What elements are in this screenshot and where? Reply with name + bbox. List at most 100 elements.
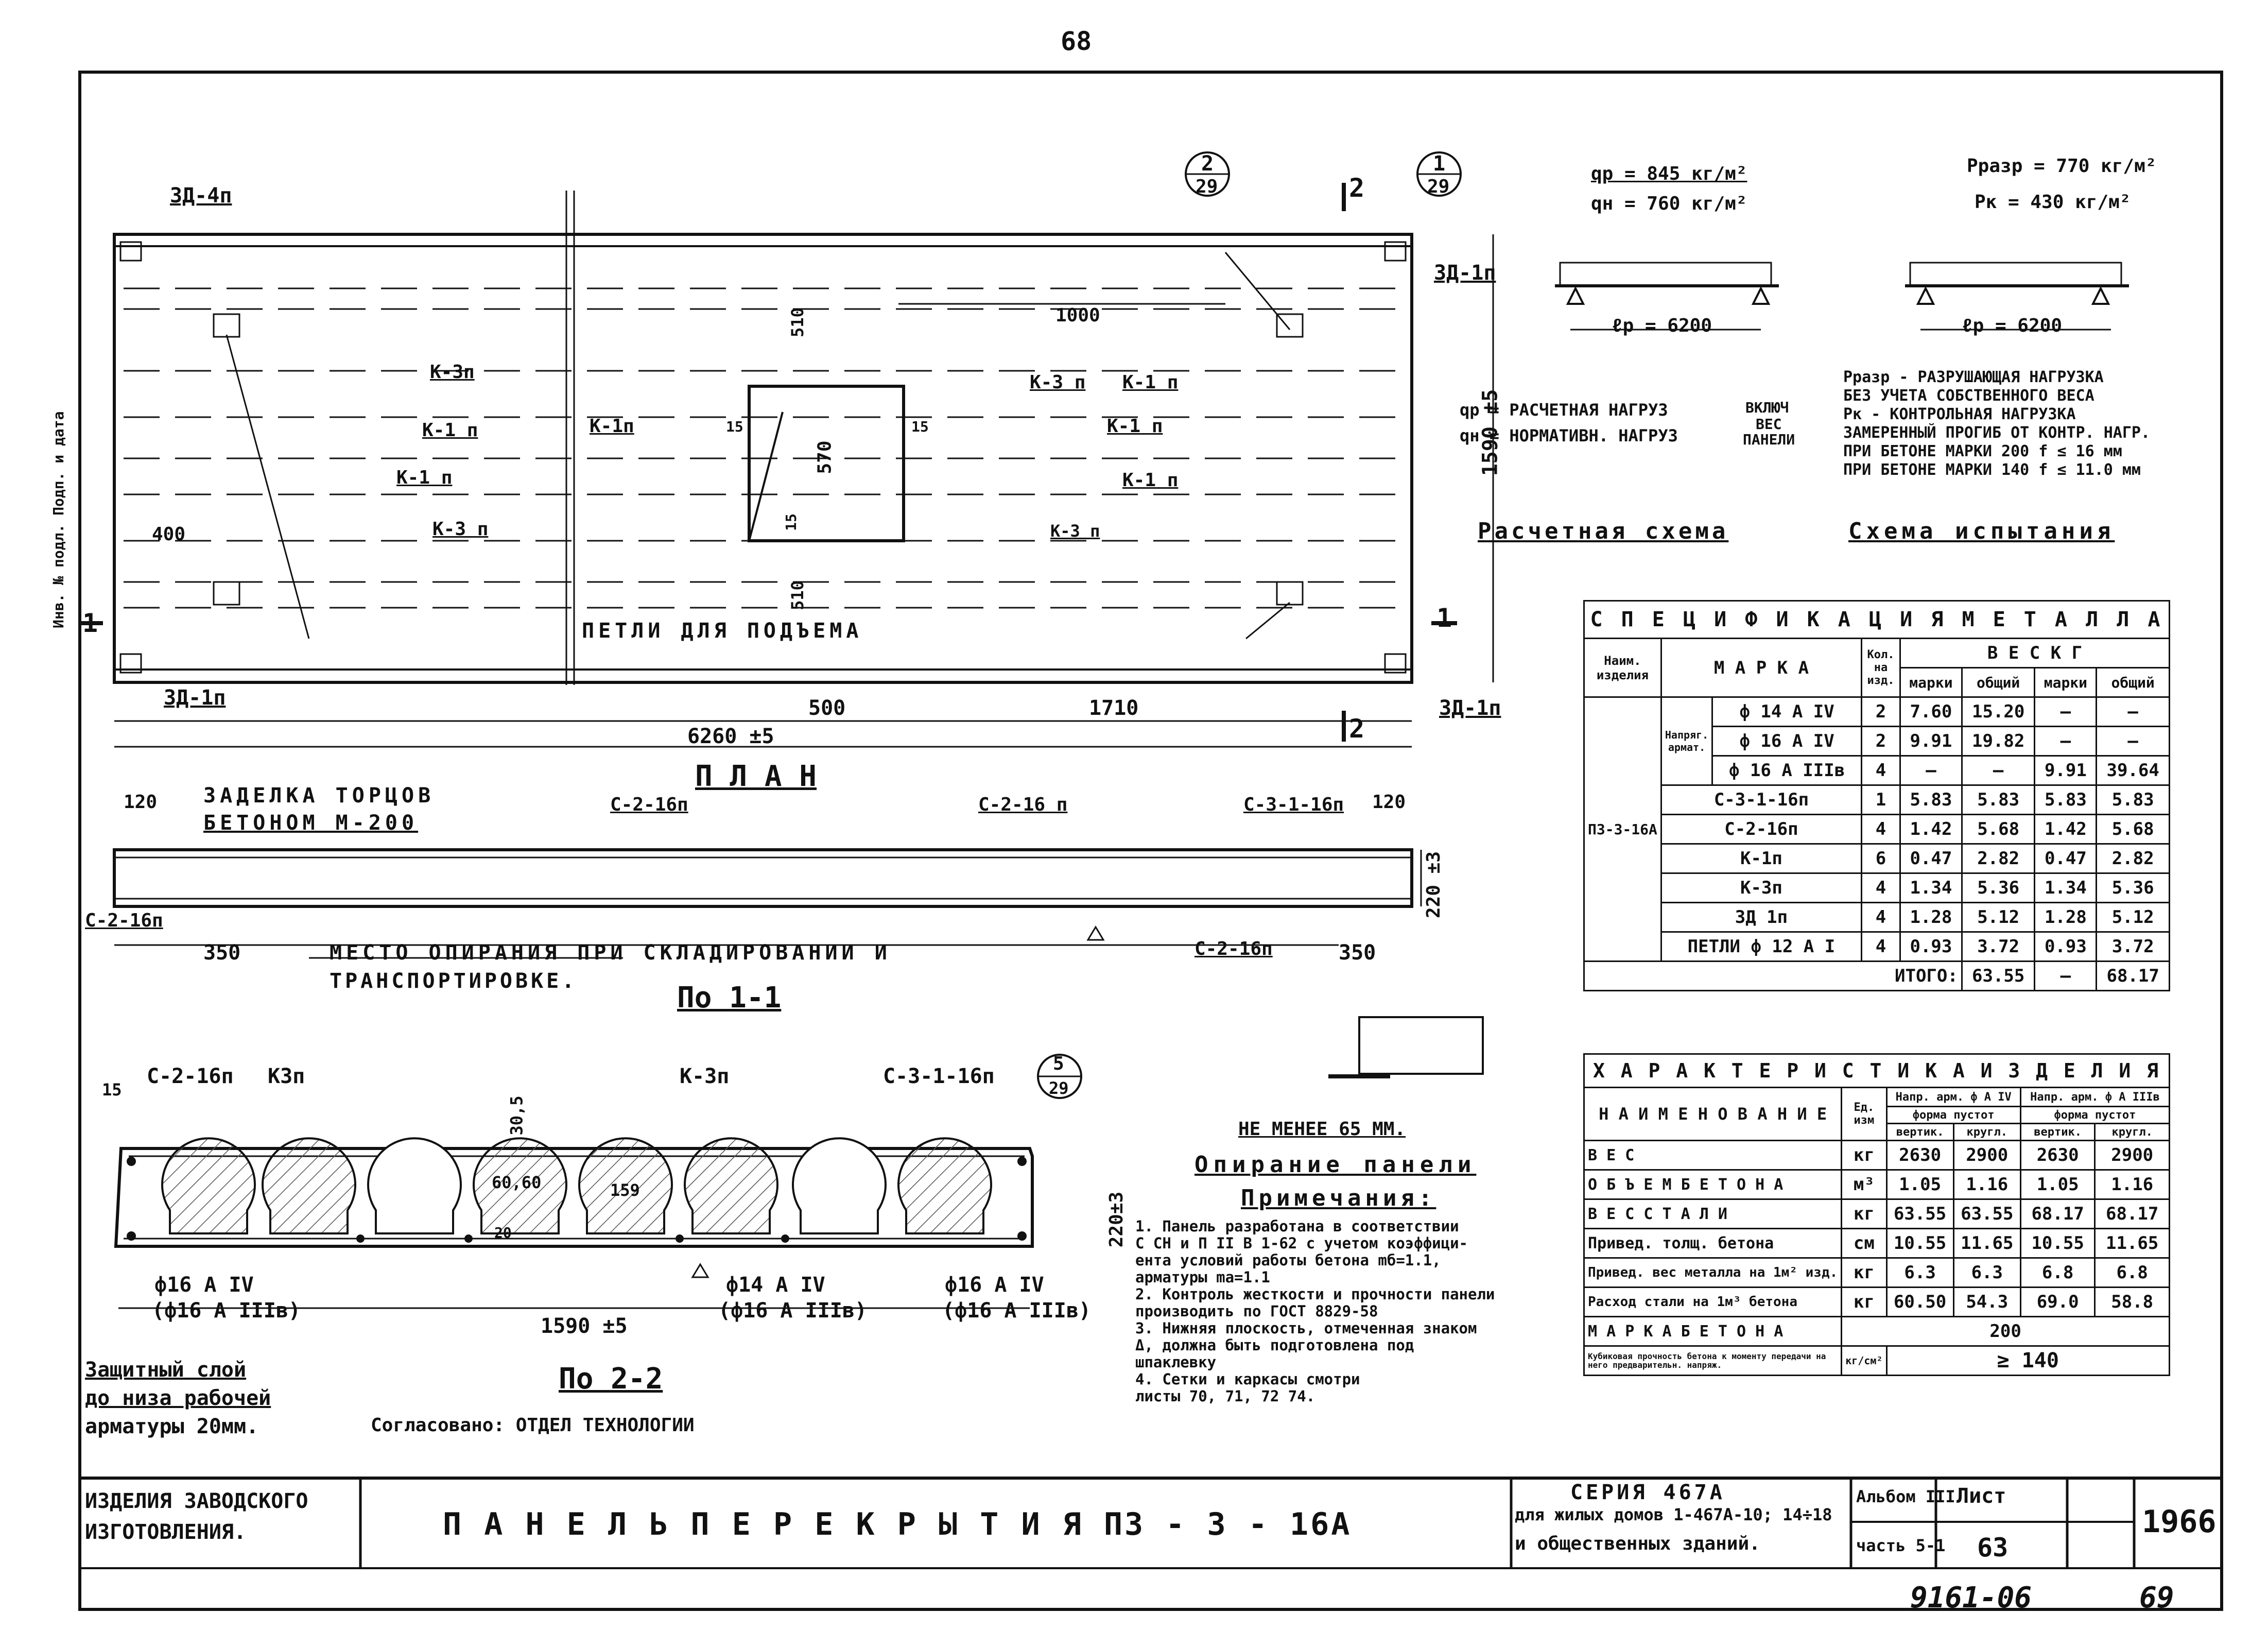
s11-support: МЕСТО ОПИРАНИЯ ПРИ СКЛАДИРОВАНИИ И: [330, 941, 891, 965]
spec-product: П3-3-16А: [1583, 696, 1662, 962]
hdr-w1: марки: [1899, 667, 1963, 698]
test-desc-line: ПРИ БЕТОНЕ МАРКИ 200 f ≤ 16 мм: [1843, 442, 2122, 460]
s22-dim-6060: 60,60: [492, 1173, 542, 1192]
plan-title: П Л А Н: [695, 760, 817, 793]
calc-brace2: ВЕС: [1756, 416, 1782, 433]
char-cell: 63.55: [1952, 1198, 2021, 1229]
void-8: [897, 1137, 992, 1234]
spec-cell: 5.83: [1899, 784, 1963, 815]
title-left: ИЗДЕЛИЯ ЗАВОДСКОГО ИЗГОТОВЛЕНИЯ.: [85, 1489, 308, 1544]
spec-cell: 3.72: [1961, 931, 2036, 962]
spec-cell: —: [1961, 755, 2036, 786]
char-cell: 63.55: [1885, 1198, 1954, 1229]
char-cell: Привед. вес металла на 1м² изд.: [1583, 1257, 1843, 1288]
char-hdr-unit: Ед. изм: [1841, 1087, 1888, 1141]
s11-dim-120b: 120: [1372, 792, 1406, 813]
spec-cell: 1.42: [1899, 814, 1963, 845]
char-cell: 10.55: [2019, 1228, 2096, 1259]
char-cell: кг: [1841, 1286, 1888, 1317]
section-1-1-title: По 1-1: [677, 981, 782, 1015]
s22-rebar-r2: (ф16 А IIIв): [942, 1299, 1091, 1323]
spec-cell: 7.60: [1899, 696, 1963, 727]
spec-cell: 2: [1861, 696, 1901, 727]
spec-cell: —: [2096, 696, 2170, 727]
char-concrete-mark: 200: [1841, 1316, 2170, 1347]
char-hdr-v: вертик.: [1885, 1123, 1954, 1141]
section-2-2-outline: [114, 1147, 1034, 1248]
char-cell: 54.3: [1952, 1286, 2021, 1317]
s11-c216-left: С-2-16п: [85, 910, 163, 931]
hdr-w3: марки: [2034, 667, 2098, 698]
spec-cell: К-3п: [1660, 872, 1863, 903]
spec-cell: ЗД 1п: [1660, 902, 1863, 933]
s22-rebar-m2: (ф16 А IIIв): [718, 1299, 867, 1323]
char-cell: 1.16: [1952, 1169, 2021, 1200]
s11-c3116: С-3-1-16п: [1243, 794, 1344, 815]
test-desc-line: ЗАМЕРЕННЫЙ ПРОГИБ ОТ КОНТР. НАГР.: [1843, 424, 2151, 442]
plan-outline: [113, 233, 1413, 684]
dim-510a: 510: [787, 307, 807, 337]
dim-6260: 6260 ±5: [687, 725, 774, 748]
spec-total-label: ИТОГО:: [1583, 960, 1963, 991]
s11-support2: ТРАНСПОРТИРОВКЕ.: [330, 969, 578, 993]
char-hdr-c: кругл.: [1952, 1123, 2021, 1141]
char-cell: кг: [1841, 1257, 1888, 1288]
s22-cover1: Защитный слой: [85, 1358, 247, 1382]
char-cell: В Е С: [1583, 1140, 1843, 1171]
spec-cell: 5.83: [1961, 784, 2036, 815]
plan-label-loops: ПЕТЛИ ДЛЯ ПОДЪЕМА: [582, 619, 863, 643]
title-series3: и общественных зданий.: [1515, 1533, 1760, 1554]
s22-dim-15: 15: [102, 1080, 122, 1100]
calc-legend2: qн = НОРМАТИВН. НАГРУЗ: [1460, 426, 1678, 445]
char-cube-value: ≥ 140: [1885, 1345, 2171, 1376]
calc-legend1: qр = РАСЧЕТНАЯ НАГРУЗ: [1460, 400, 1668, 420]
char-cell: 69.0: [2019, 1286, 2096, 1317]
section-2-2-title: По 2-2: [559, 1362, 663, 1396]
dim-15a: 15: [726, 418, 743, 435]
note-line: Δ, должна быть подготовлена под: [1135, 1336, 1414, 1354]
notes-title: Примечания:: [1241, 1185, 1436, 1211]
void-7: [792, 1137, 887, 1234]
test-desc-line: БЕЗ УЧЕТА СОБСТВЕННОГО ВЕСА: [1843, 387, 2094, 405]
spec-cell: ф 16 А IIIв: [1711, 755, 1863, 786]
plan-label-zd1p-rb: ЗД-1п: [1439, 696, 1501, 720]
metal-spec-table: С П Е Ц И Ф И К А Ц И Я М Е Т А Л Л А На…: [1583, 600, 2170, 991]
char-cell: 6.3: [1885, 1257, 1954, 1288]
dim-15b: 15: [911, 418, 929, 435]
test-desc: Рразр - РАЗРУШАЮЩАЯ НАГРУЗКА БЕЗ УЧЕТА С…: [1843, 368, 2150, 479]
spec-cell: 4: [1861, 814, 1901, 845]
s22-rebar-l1: ф16 А IV: [154, 1273, 254, 1297]
spec-cell: ПЕТЛИ ф 12 А I: [1660, 931, 1863, 962]
test-lp: ℓр = 6200: [1962, 315, 2062, 336]
callout-1-den: 29: [1196, 176, 1218, 197]
char-cell: В Е С С Т А Л И: [1583, 1198, 1843, 1229]
plan-label-k3p-d: К-3 п: [1050, 521, 1100, 541]
table-row: ИТОГО: 63.55 — 68.17: [1583, 960, 2170, 991]
s22-cover3: арматуры 20мм.: [85, 1415, 259, 1438]
notes-list: 1. Панель разработана в соответствии С С…: [1135, 1218, 1495, 1405]
callout-2-num: 1: [1433, 152, 1446, 176]
char-cell: 68.17: [2019, 1198, 2096, 1229]
spec-cell: 9.91: [2034, 755, 2098, 786]
spec-cell: 2.82: [1961, 843, 2036, 874]
char-hdr-v: вертик.: [2019, 1123, 2096, 1141]
char-cell: О Б Ъ Е М Б Е Т О Н А: [1583, 1169, 1843, 1200]
char-cell: 10.55: [1885, 1228, 1954, 1259]
s22-dim-1590: 1590 ±5: [541, 1314, 628, 1338]
s22-agreed: Согласовано: ОТДЕЛ ТЕХНОЛОГИИ: [371, 1415, 695, 1436]
char-hdr-c: кругл.: [2094, 1123, 2170, 1141]
plan-label-k3p-a: К-3п: [430, 362, 475, 383]
calc-qp: qр = 845 кг/м²: [1591, 163, 1747, 184]
spec-cell: —: [1899, 755, 1963, 786]
spec-cell: 6: [1861, 843, 1901, 874]
title-series: СЕРИЯ 467А: [1570, 1481, 1725, 1504]
